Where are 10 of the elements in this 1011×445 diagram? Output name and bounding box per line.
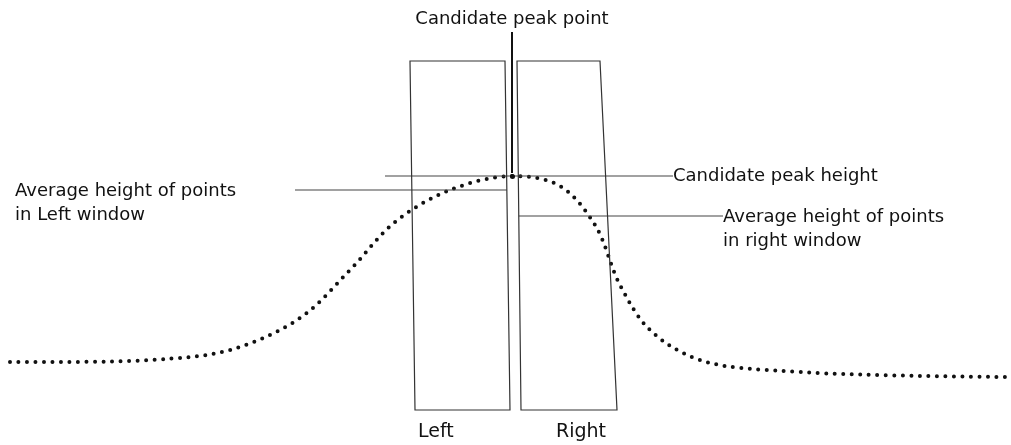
leader-line (384, 175, 674, 177)
callout-label: Average height of points in Left window (15, 178, 295, 228)
callout-label: Candidate peak height (673, 163, 933, 189)
callout-label: Average height of points in right window (723, 204, 1003, 254)
leader-line (511, 31, 513, 174)
leader-line (518, 215, 724, 217)
callout-label: Candidate peak point (392, 6, 632, 32)
window-label: Right (556, 418, 607, 442)
leader-line (294, 189, 508, 191)
window-label: Left (418, 418, 454, 442)
